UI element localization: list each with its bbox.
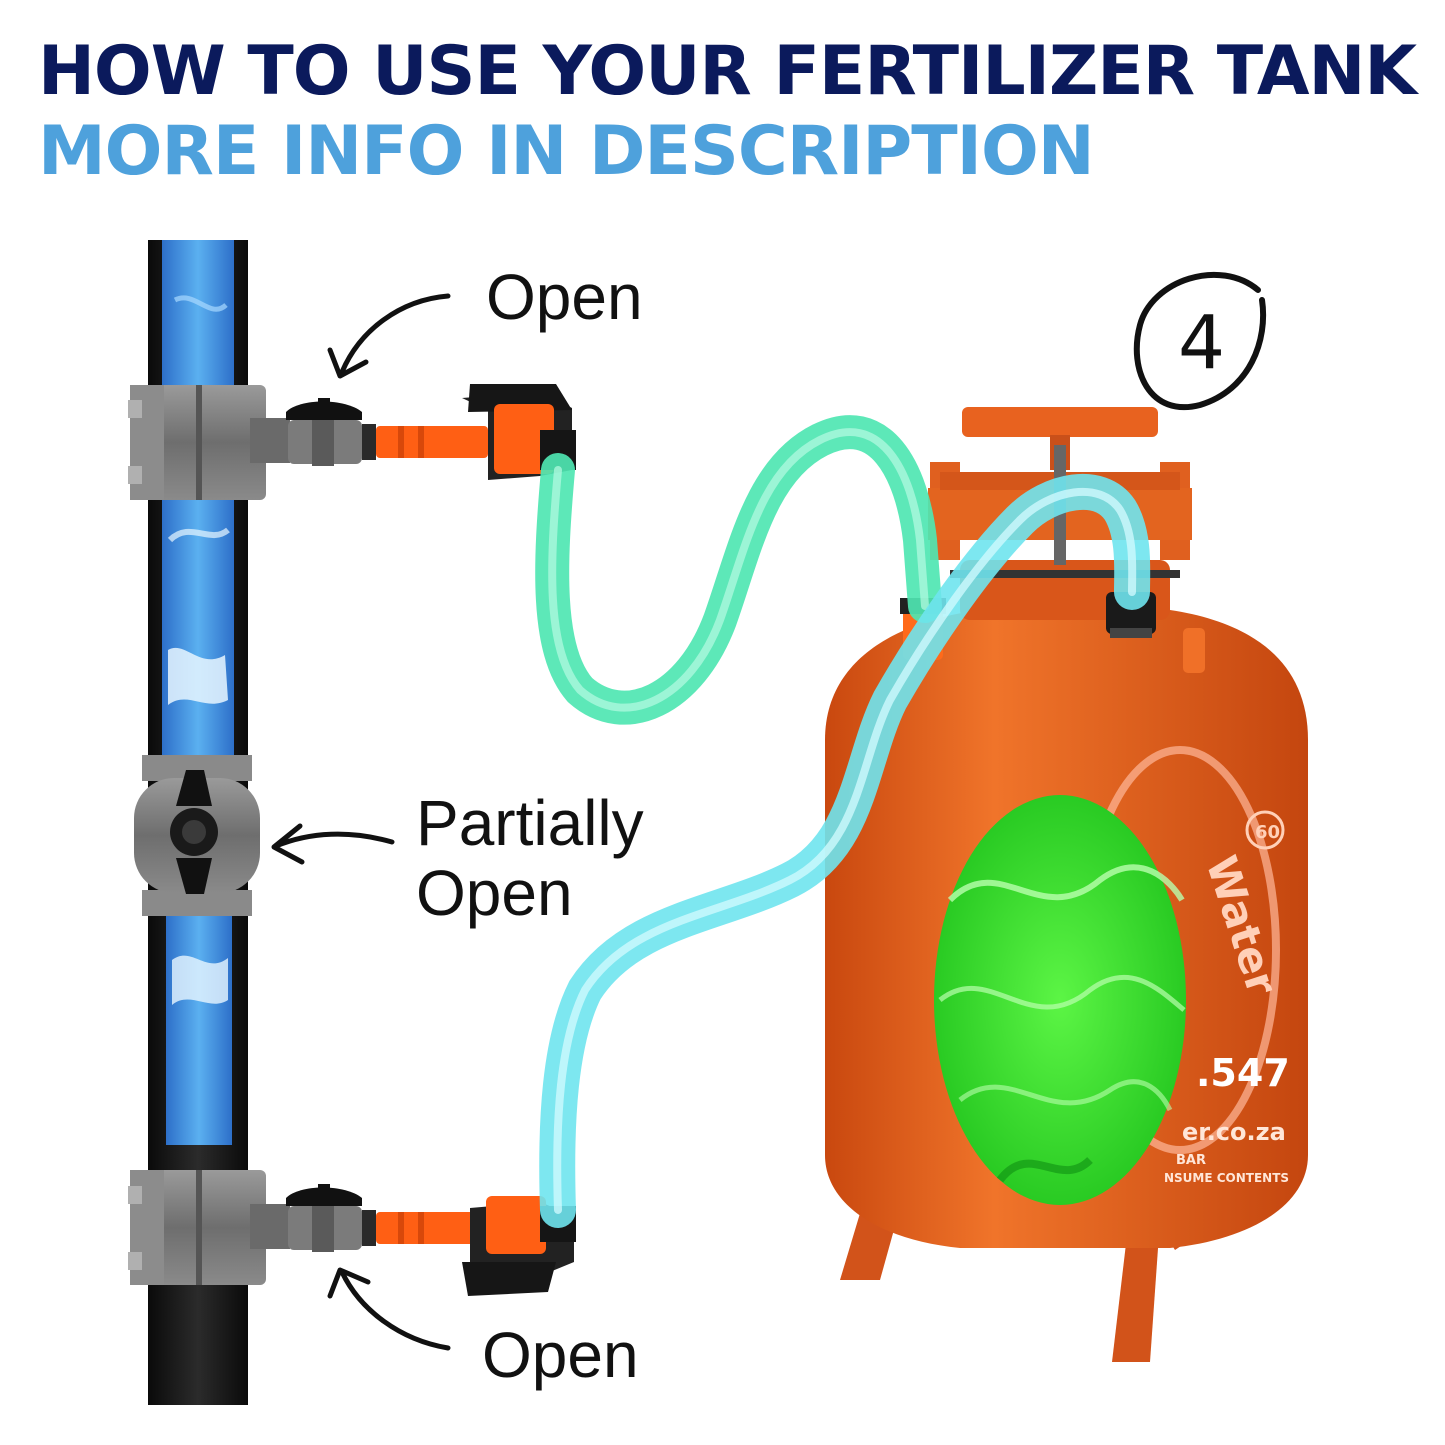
tank-rating-text: BAR xyxy=(1176,1153,1206,1168)
middle-valve-label-line1: Partially xyxy=(416,787,644,859)
pipe-water-lower xyxy=(166,905,232,1145)
curved-arrow-icon xyxy=(327,1267,451,1351)
bottom-saddle-clamp xyxy=(128,1170,290,1285)
tank-number-text: .547 xyxy=(1196,1051,1290,1095)
tank-capacity-text: 60 xyxy=(1255,822,1280,843)
step-number: 4 xyxy=(1178,300,1225,386)
tank-web-text: er.co.za xyxy=(1182,1118,1286,1146)
bottom-ball-valve[interactable] xyxy=(286,1184,362,1252)
top-valve-label: Open xyxy=(486,261,643,333)
middle-valve-label-line2: Open xyxy=(416,857,573,929)
top-ball-valve[interactable] xyxy=(286,398,362,466)
top-quick-connector[interactable] xyxy=(362,384,576,480)
bottom-valve-label: Open xyxy=(482,1319,639,1391)
tank-warning-text: NSUME CONTENTS xyxy=(1164,1171,1289,1185)
page-subtitle: MORE INFO IN DESCRIPTION xyxy=(38,112,1095,191)
middle-ball-valve[interactable] xyxy=(134,755,260,916)
ball-valve-handle-icon xyxy=(176,770,212,806)
step-badge: 4 xyxy=(1133,271,1267,410)
top-saddle-clamp xyxy=(128,385,290,500)
fertilizer-tank: Water 60 .547 er.co.za BAR NSUME CONTENT… xyxy=(825,407,1308,1362)
curved-arrow-icon xyxy=(327,293,451,379)
page-title: HOW TO USE YOUR FERTILIZER TANK xyxy=(38,32,1417,111)
pump-handle[interactable] xyxy=(962,407,1158,437)
tank-window xyxy=(934,795,1186,1205)
curved-arrow-icon xyxy=(271,823,395,865)
